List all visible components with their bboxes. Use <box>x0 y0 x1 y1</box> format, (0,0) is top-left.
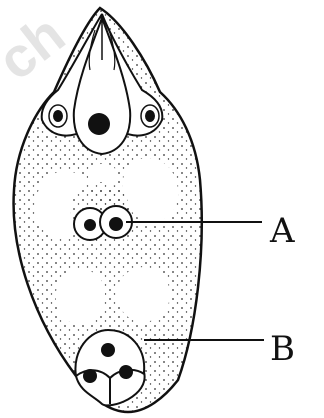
egg-nucleus <box>88 113 110 135</box>
antipodal-cells <box>75 330 144 405</box>
label-a: A <box>269 211 295 251</box>
label-b: B <box>270 329 295 369</box>
